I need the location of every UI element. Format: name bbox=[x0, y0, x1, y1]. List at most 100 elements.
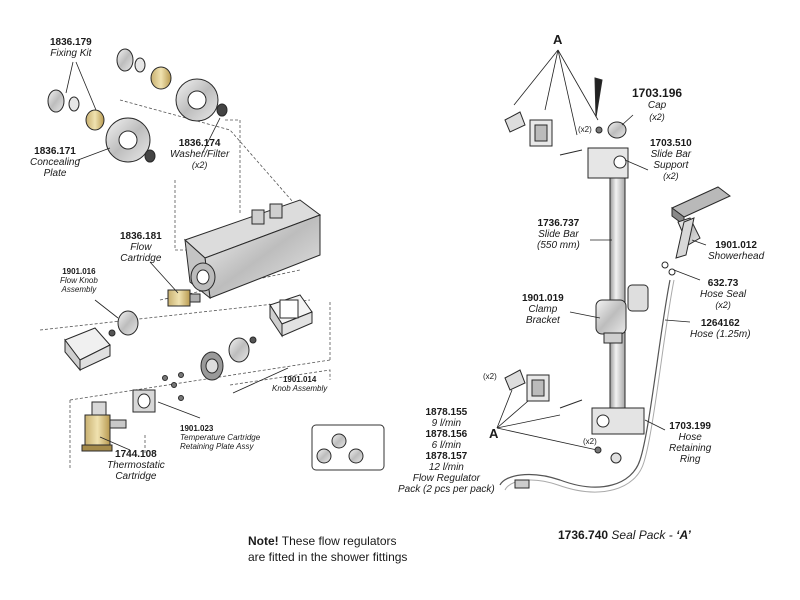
part-name: Thermostatic bbox=[107, 460, 165, 471]
part-name: Flow Regulator bbox=[412, 473, 480, 484]
note-line-1: These flow regulators bbox=[278, 534, 397, 548]
seal-pack-caption: 1736.740 Seal Pack - ‘A’ bbox=[558, 528, 691, 542]
part-code: 632.73 bbox=[707, 278, 739, 289]
label-washer-filter: 1836.174 Washer/Filter (x2) bbox=[170, 138, 229, 171]
showerhead-part bbox=[671, 186, 731, 259]
part-code: 1878.155 bbox=[425, 407, 468, 418]
label-thermostatic-cartridge: 1744.108 Thermostatic Cartridge bbox=[107, 449, 165, 482]
part-name: Hose bbox=[678, 432, 702, 443]
part-name: Clamp bbox=[528, 304, 558, 315]
part-quantity: (x2) bbox=[715, 300, 731, 310]
part-quantity: (x2) bbox=[649, 112, 665, 122]
part-code: 1878.156 bbox=[425, 429, 468, 440]
seal-pack-code: 1736.740 bbox=[558, 528, 609, 542]
part-code: 1836.181 bbox=[120, 231, 162, 242]
part-name: Flow Knob bbox=[60, 276, 98, 285]
part-code: 1836.174 bbox=[178, 138, 221, 149]
part-name: Hose Seal bbox=[700, 289, 747, 300]
part-name: Assembly bbox=[61, 285, 97, 294]
seal-pack-letter-top: A bbox=[553, 32, 563, 47]
note-line-2: are fitted in the shower fittings bbox=[248, 550, 408, 564]
label-clamp-bracket: 1901.019 Clamp Bracket bbox=[522, 293, 564, 326]
part-name: Fixing Kit bbox=[50, 48, 92, 59]
part-name: Support bbox=[653, 160, 689, 171]
part-size: (550 mm) bbox=[537, 240, 580, 251]
leader-lines-right bbox=[569, 114, 707, 431]
label-hose: 1264162 Hose (1.25m) bbox=[690, 318, 751, 340]
part-quantity: (x2) bbox=[191, 160, 208, 170]
part-name: Retaining Plate Assy bbox=[180, 442, 254, 451]
part-name: Hose (1.25m) bbox=[690, 329, 751, 340]
part-code: 1736.737 bbox=[537, 218, 580, 229]
part-name: Temperature Cartridge bbox=[180, 433, 261, 442]
part-name: Slide Bar bbox=[538, 229, 579, 240]
part-code: 1836.179 bbox=[50, 37, 92, 48]
part-code: 1901.023 bbox=[180, 424, 214, 433]
flow-cartridge-part bbox=[167, 289, 201, 307]
part-name: Cartridge bbox=[115, 471, 157, 482]
label-flow-cartridge: 1836.181 Flow Cartridge bbox=[120, 231, 162, 264]
part-name: Concealing bbox=[30, 157, 81, 168]
flow-rate: 12 l/min bbox=[428, 462, 464, 473]
label-knob-assembly: 1901.014 Knob Assembly bbox=[272, 375, 327, 393]
part-name: Pack (2 pcs per pack) bbox=[398, 484, 495, 495]
part-code: 1901.014 bbox=[282, 375, 317, 384]
label-flow-knob-assembly: 1901.016 Flow Knob Assembly bbox=[60, 267, 98, 294]
label-hose-seal: 632.73 Hose Seal (x2) bbox=[700, 278, 746, 311]
flow-regulator-note: Note! These flow regulators are fitted i… bbox=[248, 533, 407, 565]
seal-pack-bottom bbox=[496, 369, 602, 454]
label-cap: 1703.196 Cap (x2) bbox=[632, 87, 682, 124]
seal-pack-letter-bottom: A bbox=[489, 426, 499, 441]
concealing-plates bbox=[105, 78, 228, 163]
part-name: Retaining bbox=[669, 443, 712, 454]
label-concealing-plate: 1836.171 Concealing Plate bbox=[30, 146, 80, 179]
part-code: 1264162 bbox=[700, 318, 740, 329]
part-code: 1703.510 bbox=[650, 138, 692, 149]
seal-pack-name: Seal Pack - bbox=[611, 528, 673, 542]
part-code: 1901.016 bbox=[62, 267, 96, 276]
flow-rate: 6 l/min bbox=[431, 440, 462, 451]
seal-pack-letter: ‘A’ bbox=[676, 528, 691, 542]
part-code: 1744.108 bbox=[115, 449, 157, 460]
part-name: Flow bbox=[130, 242, 152, 253]
note-emphasis: Note! bbox=[248, 534, 279, 548]
part-code: 1703.196 bbox=[632, 86, 683, 100]
part-code: 1901.012 bbox=[715, 240, 757, 251]
part-name: Knob Assembly bbox=[272, 384, 328, 393]
part-code: 1836.171 bbox=[34, 146, 76, 157]
slide-bar-part bbox=[587, 147, 645, 435]
part-name: Plate bbox=[43, 168, 67, 179]
label-slide-bar-support: 1703.510 Slide Bar Support (x2) bbox=[650, 138, 692, 182]
fixing-kit-parts bbox=[47, 48, 172, 131]
valve-body bbox=[184, 199, 322, 300]
part-name: Cap bbox=[647, 100, 667, 111]
quantity-x2-a: (x2) bbox=[578, 125, 592, 134]
quantity-x2-b: (x2) bbox=[483, 372, 497, 381]
flow-rate: 9 l/min bbox=[431, 418, 462, 429]
label-flow-regulator: 1878.155 9 l/min 1878.156 6 l/min 1878.1… bbox=[398, 407, 495, 495]
label-fixing-kit: 1836.179 Fixing Kit bbox=[50, 37, 92, 59]
label-showerhead: 1901.012 Showerhead bbox=[708, 240, 764, 262]
quantity-x2-c: (x2) bbox=[583, 437, 597, 446]
thermostatic-cartridge-part bbox=[81, 401, 127, 452]
retaining-plate-parts bbox=[132, 372, 184, 413]
seal-pack-top bbox=[504, 49, 627, 156]
leader-lines-left bbox=[65, 61, 289, 451]
part-code: 1703.199 bbox=[669, 421, 711, 432]
part-code: 1901.019 bbox=[522, 293, 564, 304]
label-slide-bar: 1736.737 Slide Bar (550 mm) bbox=[537, 218, 580, 251]
label-hose-retaining-ring: 1703.199 Hose Retaining Ring bbox=[669, 421, 711, 465]
part-code: 1878.157 bbox=[425, 451, 468, 462]
part-name: Washer/Filter bbox=[170, 149, 230, 160]
hose-part bbox=[499, 261, 676, 493]
label-temperature-retaining-plate: 1901.023 Temperature Cartridge Retaining… bbox=[180, 424, 260, 451]
part-name: Cartridge bbox=[120, 253, 162, 264]
part-name: Slide Bar bbox=[650, 149, 692, 160]
flow-regulator-box bbox=[311, 424, 385, 471]
part-name: Showerhead bbox=[708, 251, 765, 262]
part-name: Ring bbox=[679, 454, 701, 465]
part-name: Bracket bbox=[525, 315, 560, 326]
part-quantity: (x2) bbox=[663, 171, 679, 181]
flow-knob-parts bbox=[64, 310, 139, 372]
